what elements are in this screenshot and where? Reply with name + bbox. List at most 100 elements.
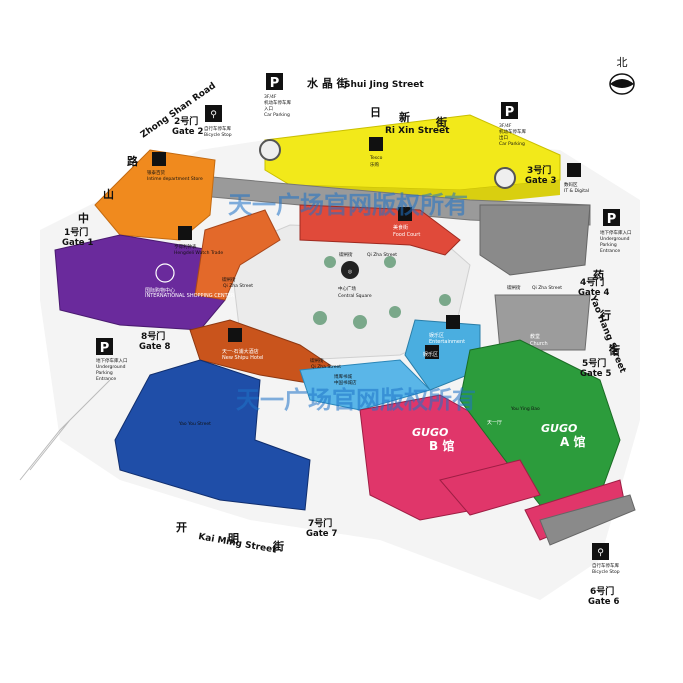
plaza-trees <box>313 256 451 329</box>
gate-4[interactable]: 4号门 Gate 4 <box>578 276 610 298</box>
svg-text:Bicycle Stop: Bicycle Stop <box>204 132 232 138</box>
watermark-bottom: 天一广场官网版权所有 <box>236 386 476 414</box>
svg-text:Gate 1: Gate 1 <box>62 238 94 248</box>
east-tail <box>539 494 636 546</box>
zhongshan-cn-c: 路 <box>127 154 139 168</box>
gate-2[interactable]: 2号门 Gate 2 <box>172 115 204 137</box>
svg-text:1号门: 1号门 <box>64 226 88 238</box>
parking-ramp-left-icon <box>259 139 281 161</box>
svg-text:P: P <box>607 212 617 227</box>
gate-5[interactable]: 5号门 Gate 5 <box>580 357 612 379</box>
svg-text:地下停车库入口: 地下停车库入口 <box>96 357 128 364</box>
kaiming-cn-c: 街 <box>272 539 284 553</box>
svg-text:Gate 5: Gate 5 <box>580 369 612 379</box>
svg-text:P: P <box>270 76 280 91</box>
svg-text:Entrance: Entrance <box>600 248 620 254</box>
svg-text:P: P <box>100 341 110 356</box>
svg-text:Gate 3: Gate 3 <box>525 176 557 186</box>
hotel-label: 天一·石浦大酒店 New Shipu Hotel <box>222 348 263 361</box>
watch-icon <box>178 226 192 240</box>
bike-2-label: 自行车停车库 Bicycle Stop <box>204 125 232 138</box>
gate-7[interactable]: 7号门 Gate 7 <box>306 517 338 539</box>
svg-text:P: P <box>505 105 515 120</box>
svg-text:地下停车库入口: 地下停车库入口 <box>600 229 632 236</box>
east-building <box>479 204 591 276</box>
underground-left-icon[interactable]: P <box>96 338 113 356</box>
tesco-cart-icon <box>369 137 383 151</box>
svg-text:Gate 7: Gate 7 <box>306 529 338 539</box>
bicycle-2-icon[interactable]: ⚲ <box>205 105 222 122</box>
svg-text:天一·石浦大酒店: 天一·石浦大酒店 <box>222 348 259 355</box>
intl-center-label: 国际购物中心 INTERNATIONAL SHOPPING CENTER <box>145 287 235 299</box>
svg-text:Gate 4: Gate 4 <box>578 288 610 298</box>
tianyi-hall-label: 天一厅 <box>487 420 502 426</box>
food-court-building[interactable] <box>299 204 461 256</box>
entertain-small-label: 娱乐区 <box>423 351 438 358</box>
gate-1[interactable]: 1号门 Gate 1 <box>62 226 94 248</box>
svg-text:机动车停车库: 机动车停车库 <box>499 128 526 135</box>
svg-text:美食街: 美食街 <box>393 224 408 231</box>
svg-text:Gate 6: Gate 6 <box>588 597 620 607</box>
svg-text:Hengdeli Watch Trade: Hengdeli Watch Trade <box>174 250 223 256</box>
svg-text:New Shipu Hotel: New Shipu Hotel <box>222 355 263 361</box>
svg-text:Bicycle Stop: Bicycle Stop <box>592 569 620 575</box>
svg-text:Gate 2: Gate 2 <box>172 127 204 137</box>
svg-text:5号门: 5号门 <box>582 357 606 369</box>
svg-text:中国书城店: 中国书城店 <box>334 379 357 386</box>
gugo-b-label: GUGO B 馆 <box>412 426 454 453</box>
yaohang-cn-b: 行 <box>599 308 611 322</box>
svg-text:博库书城: 博库书城 <box>334 373 352 380</box>
svg-text:碶闸街: 碶闸街 <box>222 276 236 283</box>
svg-text:3号门: 3号门 <box>527 164 551 176</box>
svg-text:碶闸街: 碶闸街 <box>507 284 521 291</box>
west-blocks <box>114 359 311 511</box>
svg-text:Underground: Underground <box>96 364 126 370</box>
svg-text:Central Square: Central Square <box>338 293 372 299</box>
svg-text:B 馆: B 馆 <box>429 438 454 453</box>
south-walkway <box>299 359 431 411</box>
svg-text:亨得利钟表: 亨得利钟表 <box>174 243 197 250</box>
parking-top-icon[interactable]: P <box>266 73 283 91</box>
svg-text:⚲: ⚲ <box>210 110 217 120</box>
underground-left-label: 地下停车库入口 Underground Parking Entrance <box>96 357 128 382</box>
entertainment-building[interactable] <box>404 319 481 391</box>
svg-text:国际购物中心: 国际购物中心 <box>145 287 175 294</box>
kaiming-cn-a: 开 <box>176 521 187 534</box>
svg-text:6号门: 6号门 <box>590 585 614 597</box>
svg-text:Gate 8: Gate 8 <box>139 342 171 352</box>
yaohang-cn-a: 药 <box>593 268 604 282</box>
svg-text:7号门: 7号门 <box>308 517 332 529</box>
church-label: 教堂 Church <box>530 333 548 347</box>
svg-text:Car Parking: Car Parking <box>499 141 525 147</box>
svg-text:⚲: ⚲ <box>597 548 604 558</box>
svg-text:入口: 入口 <box>264 106 273 112</box>
gate-6[interactable]: 6号门 Gate 6 <box>588 585 620 607</box>
central-square-icon[interactable] <box>341 261 359 279</box>
svg-text:Qi Zha Street: Qi Zha Street <box>223 283 253 289</box>
entertain-small-icon <box>425 345 439 359</box>
underground-right-label: 地下停车库入口 Underground Parking Entrance <box>600 229 632 254</box>
parking-right-icon[interactable]: P <box>501 102 518 120</box>
svg-text:Qi Zha Street: Qi Zha Street <box>367 252 397 258</box>
dept-store-label: 银泰百货 Intime department Store <box>147 169 203 182</box>
underground-right-icon[interactable]: P <box>603 209 620 227</box>
central-square-label: 中心广场 Central Square <box>338 285 372 299</box>
svg-text:教堂: 教堂 <box>530 333 540 340</box>
church-building[interactable] <box>494 294 591 351</box>
shuijing-en: Shui Jing Street <box>344 80 424 90</box>
svg-text:Entertainment: Entertainment <box>429 339 465 345</box>
parking-top-label: 3F/4F 机动车停车库 入口 Car Parking <box>264 94 291 118</box>
svg-text:Qi Zha Street: Qi Zha Street <box>532 285 562 291</box>
yaohang-cn-c: 街 <box>608 343 620 357</box>
svg-text:IT & Digital: IT & Digital <box>564 188 589 194</box>
digital-icon <box>567 163 581 177</box>
tesco-label: Tesco 乐购 <box>369 155 383 168</box>
bicycle-6-icon[interactable]: ⚲ <box>592 543 609 560</box>
gate-8[interactable]: 8号门 Gate 8 <box>139 330 171 352</box>
gate-3[interactable]: 3号门 Gate 3 <box>525 164 557 186</box>
rixin-cn-a: 日 <box>370 106 381 119</box>
kaiming-cn-b: 明 <box>228 532 239 545</box>
svg-text:Qi Zha Street: Qi Zha Street <box>311 364 341 370</box>
svg-text:数码区: 数码区 <box>564 181 578 188</box>
intl-center-building[interactable] <box>54 234 226 331</box>
